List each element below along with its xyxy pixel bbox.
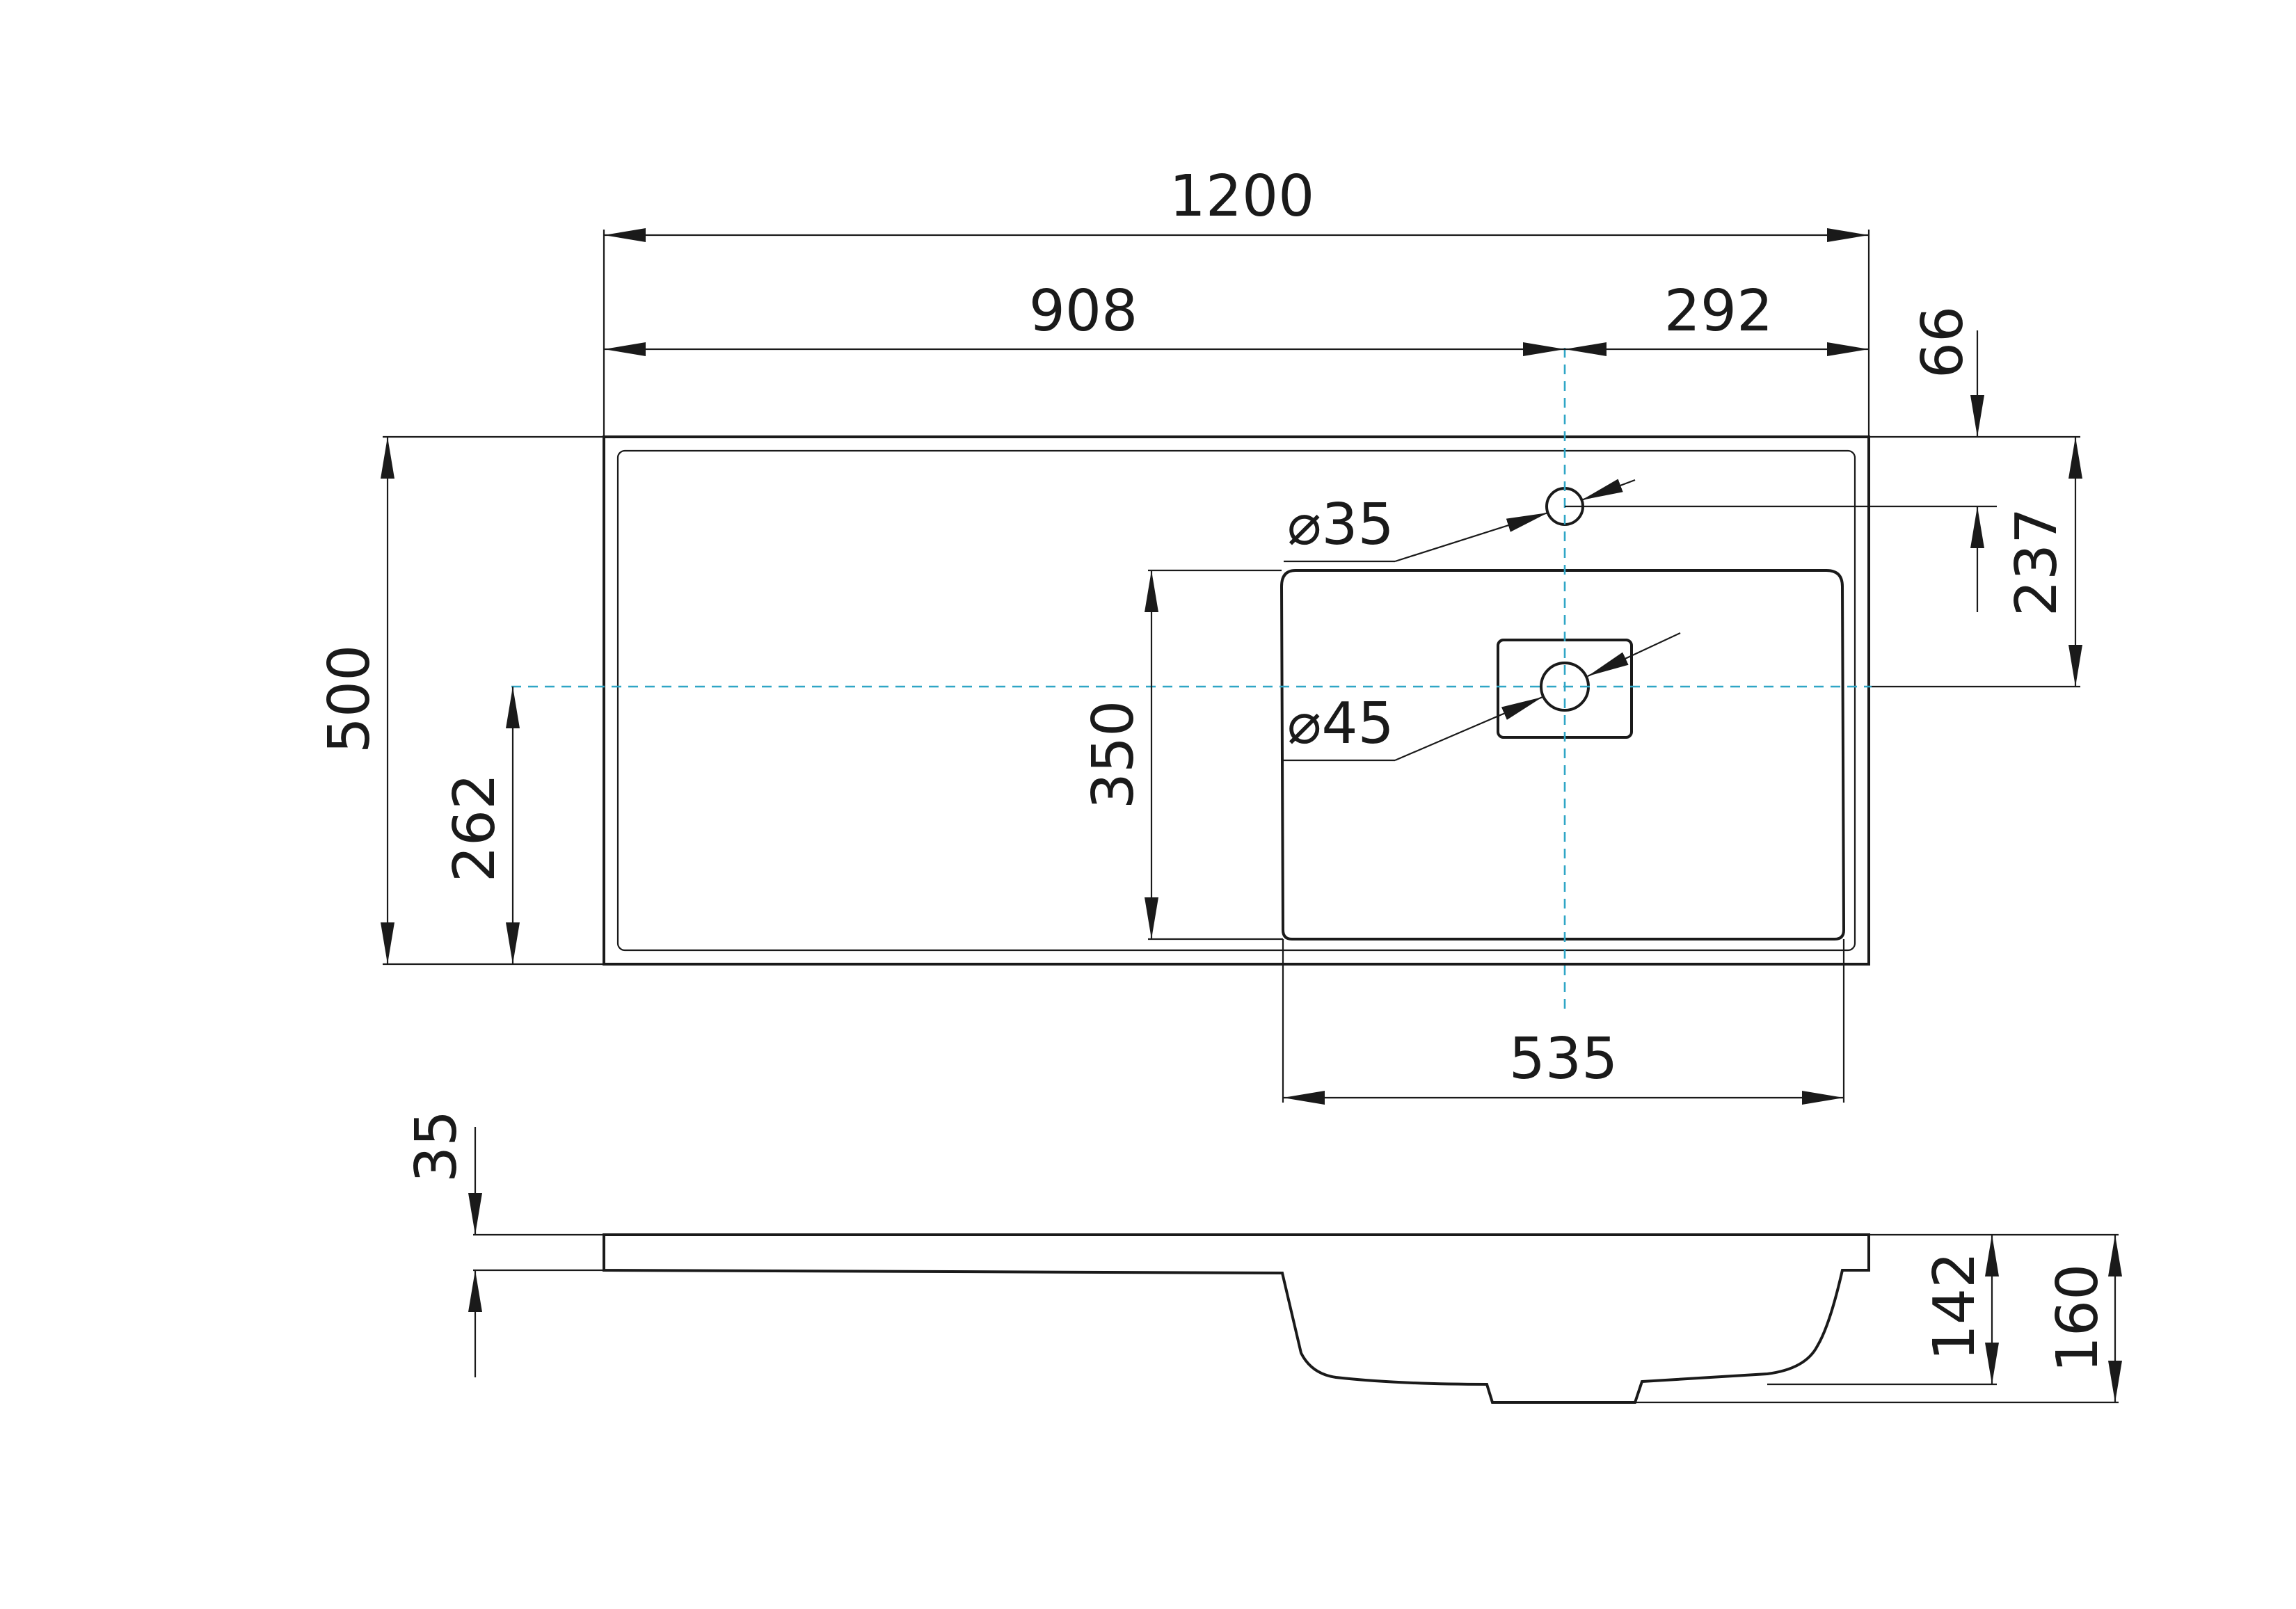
- bowl-outline: [1279, 569, 1846, 940]
- dimension-tap-offset: 66: [1565, 306, 2080, 612]
- dimension-bowl-width: 535: [1282, 939, 1845, 1105]
- side-profile-top-line: [603, 1269, 1283, 1274]
- side-profile-outline: [603, 1233, 1870, 1404]
- dimension-tap-hole-diameter: ⌀35: [1284, 479, 1636, 563]
- dim-label-tap-hole-diameter: ⌀35: [1287, 492, 1394, 558]
- dimension-top-thickness: 35: [404, 1110, 604, 1377]
- countertop-inner-edge: [616, 449, 1856, 952]
- dim-label-bowl-depth: 350: [1081, 701, 1147, 810]
- dim-label-overall-height: 160: [2045, 1264, 2111, 1373]
- dimension-drain-offset-top: 237: [1872, 437, 2082, 688]
- side-view: [603, 1233, 1870, 1404]
- dim-label-drain-diameter: ⌀45: [1287, 691, 1394, 757]
- dimension-bowl-height: 142: [1767, 1233, 2119, 1386]
- dimension-overall-depth: 500: [317, 435, 604, 966]
- dim-label-tap-offset: 66: [1910, 306, 1976, 378]
- dim-label-drain-offset-top: 237: [2004, 508, 2070, 617]
- dimension-overall-width: 1200: [603, 163, 1870, 437]
- dimension-tap-position: 908 292: [604, 278, 1869, 356]
- top-view: [511, 348, 1872, 1016]
- dim-label-tap-to-right: 292: [1664, 278, 1773, 344]
- dim-label-bowl-width: 535: [1509, 1026, 1618, 1092]
- dimension-bowl-depth: 350: [1081, 569, 1283, 940]
- dimension-drain-offset-bottom: 262: [442, 687, 520, 964]
- dim-label-overall-width: 1200: [1170, 163, 1315, 230]
- dimension-drain-diameter: ⌀45: [1284, 632, 1681, 762]
- countertop-outline: [603, 435, 1870, 966]
- dim-label-drain-offset-bottom: 262: [442, 774, 508, 883]
- dim-label-overall-depth: 500: [317, 645, 383, 754]
- dim-label-left-to-tap: 908: [1029, 278, 1138, 344]
- dim-label-bowl-height: 142: [1922, 1252, 1988, 1361]
- dimension-overall-height: 160: [1635, 1235, 2122, 1404]
- dim-label-top-thickness: 35: [404, 1110, 470, 1183]
